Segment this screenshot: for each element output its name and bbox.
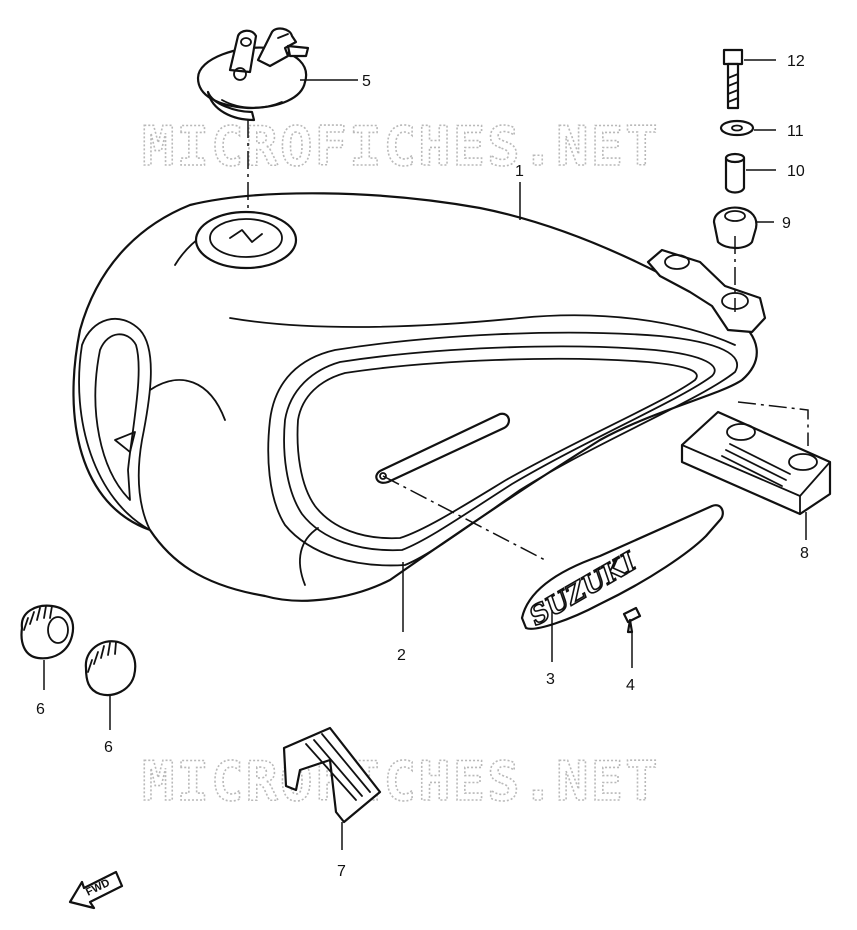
bolt[interactable] [722,48,744,110]
fuel-tank[interactable] [72,192,767,602]
callout-2: 2 [397,647,406,664]
leader-lines [43,59,809,850]
callout-7: 7 [337,863,346,880]
watermark-top: MICROFICHES.NET [142,115,660,178]
spacer[interactable] [724,152,746,194]
callout-5: 5 [362,73,371,90]
callout-10: 10 [787,163,805,180]
front-cushion[interactable] [282,726,382,824]
callout-12: 12 [787,53,805,70]
callout-4: 4 [626,677,635,694]
forward-arrow: FWD [68,870,124,910]
callout-6a: 6 [36,701,45,718]
callout-3: 3 [546,671,555,688]
cushion-b[interactable] [84,640,137,697]
cushion-a[interactable] [20,604,75,660]
callout-6b: 6 [104,739,113,756]
emblem-screw[interactable] [622,606,642,634]
callout-8: 8 [800,545,809,562]
washer[interactable] [719,119,755,137]
grommet[interactable] [712,206,758,250]
fuel-cap[interactable] [196,27,310,122]
rear-cushion[interactable] [680,410,832,516]
callout-11: 11 [787,123,804,140]
callout-9: 9 [782,215,791,232]
watermark-bottom: MICROFICHES.NET [142,750,660,813]
callout-1: 1 [515,163,524,180]
